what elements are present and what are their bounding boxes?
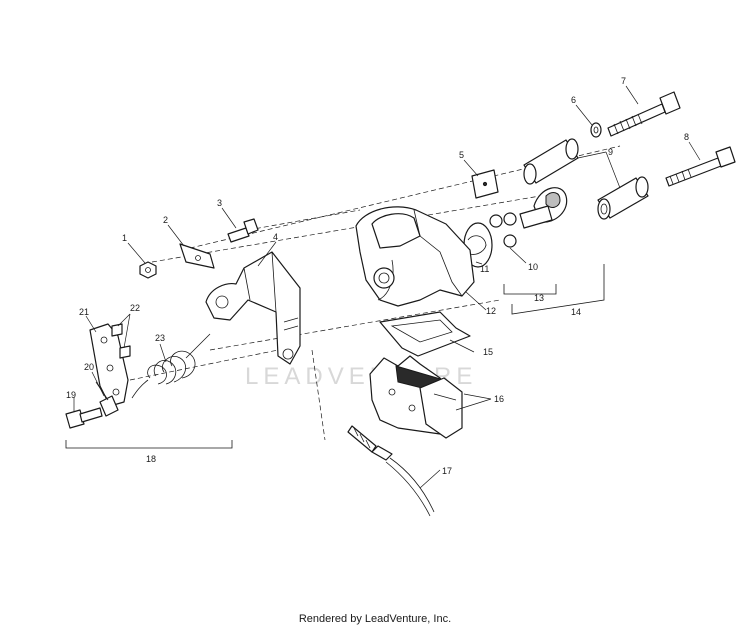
sleeve-9b (597, 176, 649, 220)
callout-21: 21 (79, 307, 89, 317)
callout-23: 23 (155, 333, 165, 343)
callout-15: 15 (483, 347, 493, 357)
bolt-19 (65, 407, 103, 429)
plate-21 (89, 323, 129, 407)
alignment-lines (129, 145, 621, 441)
piston-13 (519, 187, 568, 229)
leader-lines (73, 85, 701, 489)
callout-9: 9 (608, 147, 613, 157)
callout-7: 7 (621, 76, 626, 86)
callout-10: 10 (528, 262, 538, 272)
sleeve-9a (523, 138, 579, 185)
callout-20: 20 (84, 362, 94, 372)
callout-8: 8 (684, 132, 689, 142)
cable-17 (347, 425, 435, 517)
spring-23 (131, 333, 211, 399)
callout-3: 3 (217, 198, 222, 208)
footer-credit: Rendered by LeadVenture, Inc. (298, 613, 452, 625)
brake-pads-16 (369, 355, 463, 439)
braces (65, 264, 605, 449)
bracket-4 (205, 251, 301, 365)
bolt-3 (227, 218, 259, 243)
callout-16: 16 (494, 394, 504, 404)
callout-12: 12 (486, 306, 496, 316)
callout-11: 11 (480, 264, 489, 274)
clip-plate-15 (379, 311, 471, 357)
callout-17: 17 (442, 466, 452, 476)
callout-6: 6 (571, 95, 576, 105)
callout-22: 22 (130, 303, 140, 313)
callout-19: 19 (66, 390, 76, 400)
callout-13: 13 (534, 293, 544, 303)
callout-18: 18 (146, 454, 156, 464)
callout-14: 14 (571, 307, 581, 317)
nut-1 (139, 261, 157, 279)
lever-2 (179, 243, 215, 269)
caliper-body-12 (355, 206, 475, 307)
clip-20 (95, 381, 119, 417)
clip-5 (471, 169, 499, 199)
callout-5: 5 (459, 150, 464, 160)
callout-2: 2 (163, 215, 168, 225)
washer-6 (590, 122, 602, 138)
studs-22 (111, 323, 131, 359)
callout-1: 1 (122, 233, 127, 243)
bolt-7 (607, 91, 681, 137)
balls-10 (489, 212, 517, 248)
bolt-8 (665, 146, 736, 187)
callout-labels: 1 2 3 4 5 6 7 8 9 10 11 12 13 14 15 16 1… (66, 76, 689, 476)
callout-4: 4 (273, 232, 278, 242)
